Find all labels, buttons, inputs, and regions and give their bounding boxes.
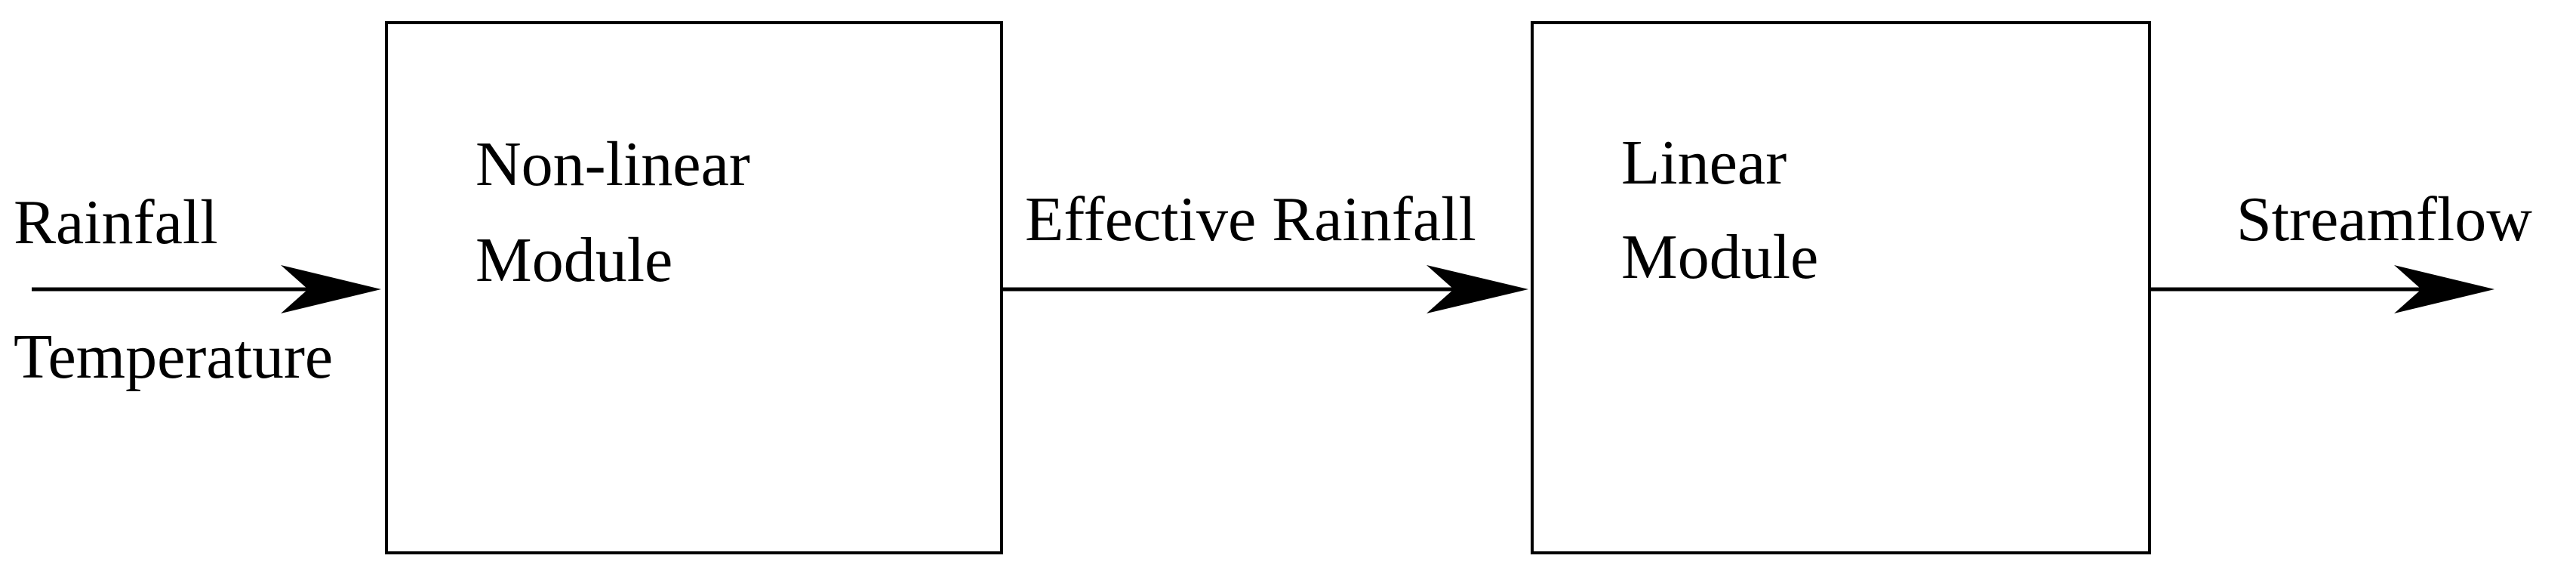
effective-rainfall-arrow: [1003, 265, 1528, 313]
temperature-input-label: Temperature: [14, 322, 333, 392]
effective-rainfall-label: Effective Rainfall: [1025, 184, 1476, 255]
streamflow-output-label: Streamflow: [2236, 184, 2532, 255]
nonlinear-module-box: [385, 21, 1003, 554]
input-arrow: [32, 265, 381, 313]
streamflow-arrow: [2151, 265, 2494, 313]
linear-module-label-line2: Module: [1621, 222, 1818, 292]
linear-module-box: [1531, 21, 2151, 554]
linear-module-label-line1: Linear: [1621, 128, 1787, 198]
rainfall-input-label: Rainfall: [14, 187, 218, 258]
nonlinear-module-label-line1: Non-linear: [475, 129, 750, 199]
nonlinear-module-label-line2: Module: [475, 225, 672, 295]
